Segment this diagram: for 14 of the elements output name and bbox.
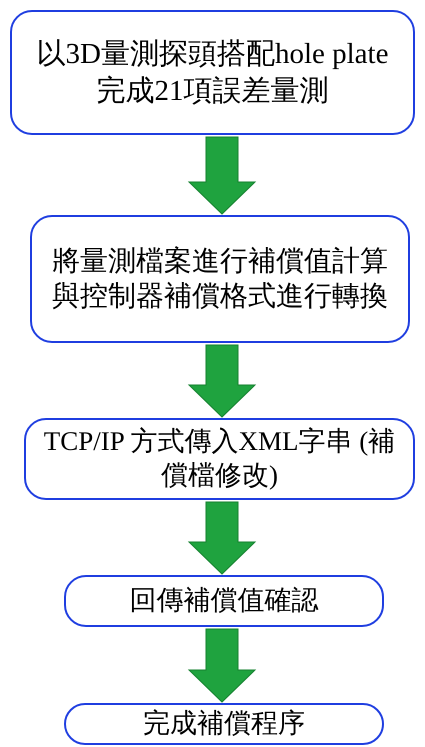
process-box (30, 215, 410, 343)
step-text: 以3D量測探頭搭配hole plate完成21項誤差量測 (36, 37, 390, 108)
block-arrow (188, 502, 256, 575)
step-text: 回傳補償值確認 (130, 584, 318, 618)
block-arrow (188, 136, 256, 215)
process-box (24, 418, 415, 500)
step-text: 完成補償程序 (143, 707, 305, 740)
process-box (10, 10, 415, 135)
step-text: TCP/IP 方式傳入XML字串 (補償檔修改) (42, 425, 396, 492)
process-box (64, 575, 384, 627)
step-text: 將量測檔案進行補償值計算與控制器補償格式進行轉換 (51, 245, 389, 314)
block-arrow (188, 628, 256, 703)
process-box (64, 703, 384, 745)
block-arrow (188, 344, 256, 418)
